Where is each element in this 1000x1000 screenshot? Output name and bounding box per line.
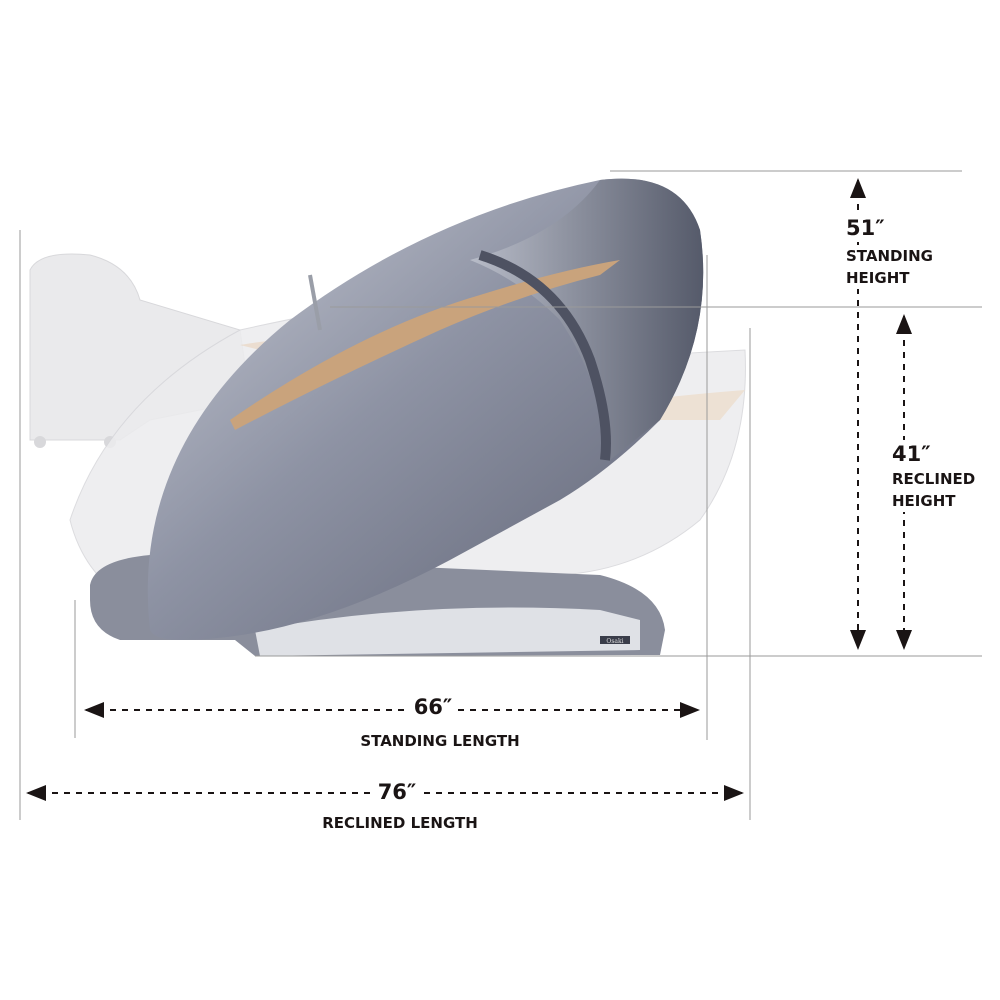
standing-length-label: STANDING LENGTH <box>356 730 524 752</box>
reclined-length-label: RECLINED LENGTH <box>318 812 482 834</box>
reclined-height-value: 41″ <box>890 440 933 468</box>
reference-lines <box>19 170 982 820</box>
reclined-height-label-line2: HEIGHT <box>892 492 956 510</box>
reclined-length-value: 76″ <box>373 780 421 804</box>
standing-length-value: 66″ <box>409 695 457 719</box>
standing-height-value: 51″ <box>844 214 887 242</box>
chair-main: Osaki <box>90 178 704 656</box>
standing-height-label: STANDING HEIGHT <box>846 245 933 289</box>
reclined-height-label: RECLINED HEIGHT <box>892 468 976 512</box>
standing-height-label-line1: STANDING <box>846 247 933 265</box>
brand-logo: Osaki <box>606 638 623 645</box>
reclined-height-label-line1: RECLINED <box>892 470 976 488</box>
standing-height-label-line2: HEIGHT <box>846 269 910 287</box>
